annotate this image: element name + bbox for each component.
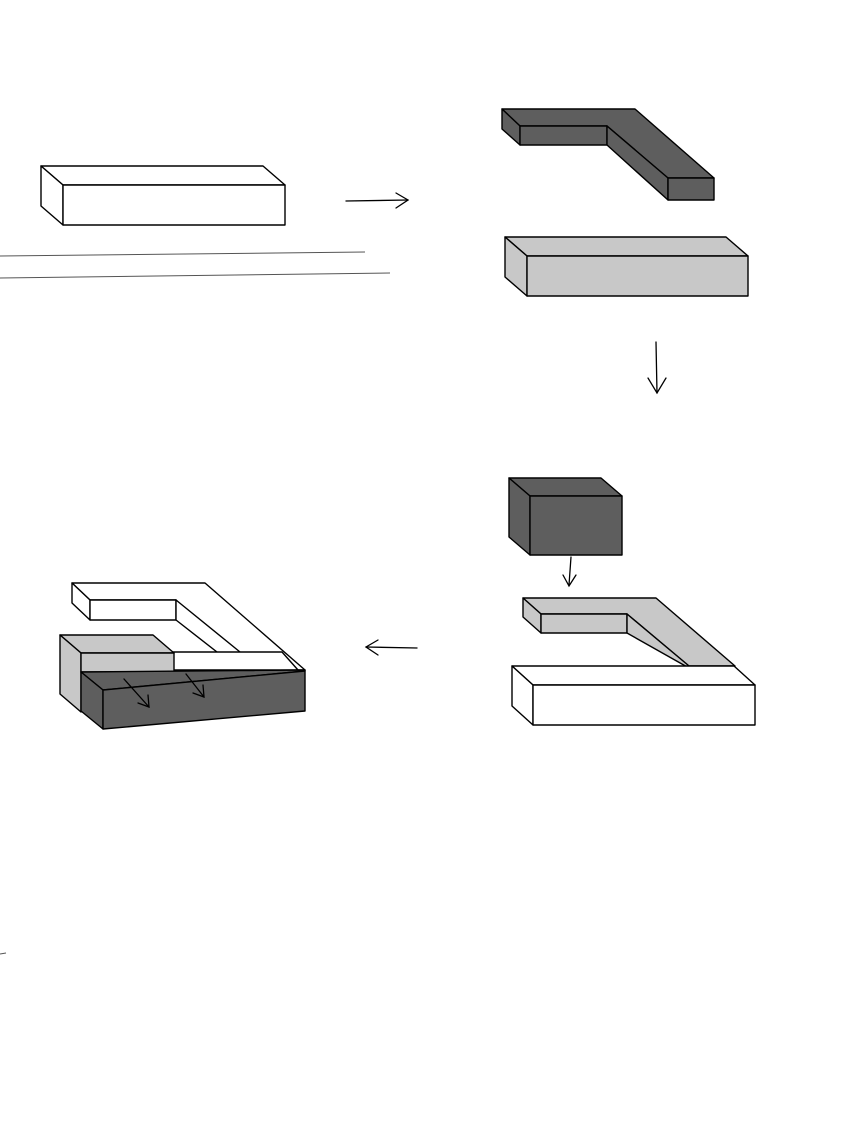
cube-front-face <box>529 495 623 556</box>
assembled-light-cube-front <box>80 652 175 673</box>
right-arrow <box>345 192 410 209</box>
small-down-arrow <box>562 556 577 588</box>
step-4-assembled <box>59 582 306 730</box>
assembled-white-strip <box>169 651 299 671</box>
l-block-front-face <box>519 125 608 146</box>
white-bar-front-face <box>532 684 756 726</box>
step-2-light-bar <box>504 236 749 297</box>
stray-mark <box>0 952 7 955</box>
guide-lines <box>0 251 391 279</box>
slide-in-arrows <box>123 673 205 708</box>
down-arrow <box>647 341 667 395</box>
step-3-dark-cube <box>508 477 623 556</box>
light-bar-top-face <box>504 236 749 257</box>
assembled-white-l-front <box>89 599 177 621</box>
l-block-end-face <box>667 177 715 201</box>
step-3-white-bar <box>511 665 756 726</box>
light-bar-front-face <box>526 255 749 297</box>
white-bar-top-face <box>511 665 756 686</box>
bar-front-face <box>62 184 286 226</box>
step-3-light-l-block <box>522 597 736 669</box>
step-2-dark-l-block <box>501 108 715 201</box>
assembled-dark-slab-front <box>102 670 306 730</box>
light-l-front-face <box>540 613 628 634</box>
step-1-white-bar <box>40 165 286 226</box>
left-arrow <box>364 639 418 656</box>
bar-top-face <box>40 165 286 186</box>
assembled-light-cube-left <box>59 634 82 713</box>
